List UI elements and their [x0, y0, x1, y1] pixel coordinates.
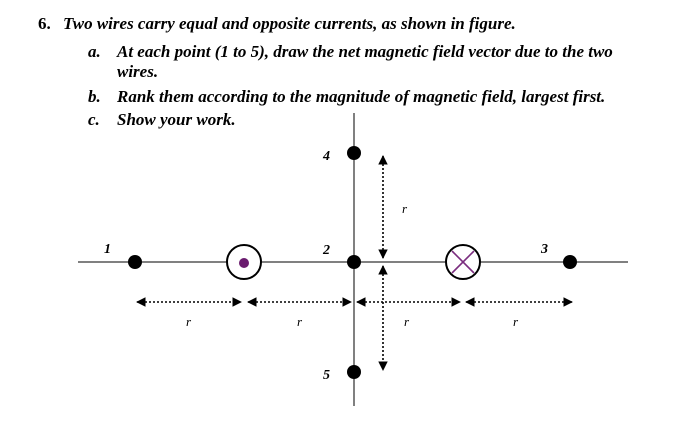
- distance-label-2: r: [297, 314, 303, 329]
- part-a-text: At each point (1 to 5), draw the net mag…: [117, 42, 613, 61]
- part-b-text: Rank them according to the magnitude of …: [117, 87, 606, 106]
- distance-label-1: r: [186, 314, 192, 329]
- part-a-marker: a.: [88, 42, 101, 61]
- point-5-dot: [347, 365, 361, 379]
- point-1-dot: [128, 255, 142, 269]
- point-1-label: 1: [104, 242, 111, 257]
- question-number: 6.: [38, 14, 51, 33]
- point-2-dot: [347, 255, 361, 269]
- point-4-dot: [347, 146, 361, 160]
- point-5-label: 5: [323, 368, 330, 383]
- part-c-text: Show your work.: [117, 110, 236, 129]
- distance-label-vertical: r: [402, 201, 408, 216]
- point-4-label: 4: [322, 149, 330, 164]
- question-stem: Two wires carry equal and opposite curre…: [63, 14, 516, 33]
- part-b-marker: b.: [88, 87, 101, 106]
- part-c-marker: c.: [88, 110, 100, 129]
- wire-out-of-page-icon: [226, 244, 262, 280]
- distance-label-4: r: [513, 314, 519, 329]
- distance-label-3: r: [404, 314, 410, 329]
- wire-into-page-icon: [445, 244, 481, 280]
- point-3-dot: [563, 255, 577, 269]
- part-a-text-cont: wires.: [117, 62, 159, 81]
- point-2-label: 2: [322, 243, 330, 258]
- point-3-label: 3: [540, 242, 548, 257]
